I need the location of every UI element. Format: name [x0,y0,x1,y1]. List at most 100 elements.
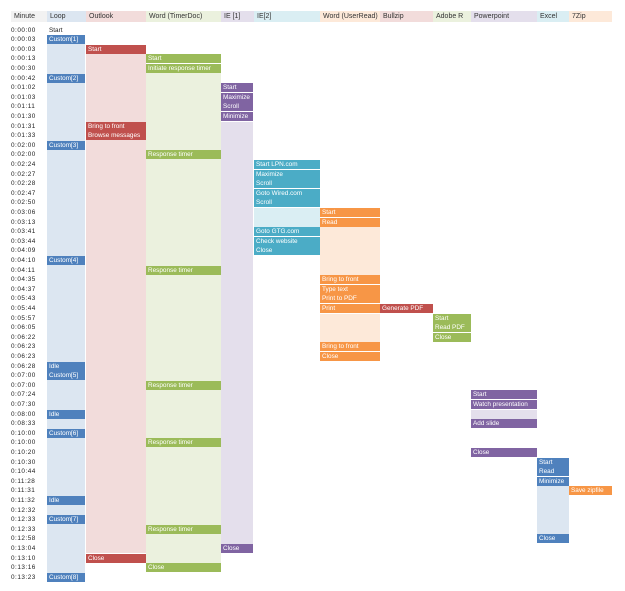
event-ie1: Maximize [221,92,253,102]
time-cell: 0:01:02 [11,84,36,92]
event-loop: Custom[5] [47,371,85,381]
time-cell: 0:00:42 [11,74,36,82]
event-loop: Idle [47,409,85,419]
event-loop: Custom[3] [47,140,85,150]
event-ie2: Check website [254,236,320,246]
time-cell: 0:11:32 [11,496,36,504]
time-cell: 0:04:37 [11,285,36,293]
event-adobe: Read PDF [433,323,471,333]
time-cell: 0:12:32 [11,506,36,514]
event-word_timer: Response timer [146,150,221,160]
time-cell: 0:07:00 [11,381,36,389]
time-cell: 0:06:23 [11,343,36,351]
event-excel: Start [537,457,569,467]
event-ie1: Start [221,83,253,93]
event-loop: Custom[7] [47,515,85,525]
time-cell: 0:05:57 [11,314,36,322]
activity-span-ie2 [254,207,320,228]
time-cell: 0:03:41 [11,228,36,236]
event-outlook: Start [86,44,146,54]
time-cell: 0:07:30 [11,400,36,408]
event-word_user: Start [320,207,380,217]
time-cell: 0:07:00 [11,372,36,380]
event-outlook: Browse messages [86,131,146,141]
time-cell: 0:02:28 [11,180,36,188]
activity-gap-powerpoint [471,427,537,429]
column-header-bullzip: Bullzip [380,11,433,22]
event-adobe: Close [433,332,471,342]
time-cell: 0:04:10 [11,256,36,264]
event-powerpoint: Add slide [471,419,537,429]
time-cell: 0:01:31 [11,122,36,130]
time-cell: 0:13:16 [11,564,36,572]
time-cell: 0:06:28 [11,362,36,370]
time-cell: 0:00:03 [11,45,36,53]
time-cell: 0:02:24 [11,160,36,168]
time-cell: 0:02:50 [11,199,36,207]
activity-span-excel [537,486,569,535]
activity-span-ie1 [221,121,253,544]
time-cell: 0:03:44 [11,237,36,245]
event-loop: Idle [47,361,85,371]
event-outlook: Bring to front [86,121,146,131]
event-word_timer: Response timer [146,524,221,534]
event-ie2: Scroll [254,179,320,189]
event-word_user: Close [320,351,380,361]
event-bullzip: Generate PDF [380,303,433,313]
activity-span-powerpoint [471,428,537,448]
time-cell: 0:10:00 [11,429,36,437]
time-cell: 0:01:30 [11,112,36,120]
activity-span-word_user [320,227,380,276]
activity-gap-powerpoint [471,408,537,410]
time-cell: 0:04:11 [11,266,36,274]
event-zip: Save zipfile [569,486,612,496]
column-header-minute: Minute [11,11,47,22]
event-outlook: Close [86,553,146,563]
time-cell: 0:06:05 [11,324,36,332]
column-header-outlook: Outlook [86,11,146,22]
event-ie2: Start LPN.com [254,159,320,169]
event-loop: Custom[4] [47,255,85,265]
column-header-loop: Loop [47,11,86,22]
time-cell: 0:10:00 [11,439,36,447]
event-loop: Custom[2] [47,73,85,83]
time-cell: 0:06:23 [11,352,36,360]
event-word_user: Print to PDF [320,294,380,304]
event-powerpoint: Start [471,390,537,400]
event-word_timer: Start [146,54,221,64]
time-cell: 0:12:33 [11,525,36,533]
event-ie2: Goto GTG.com [254,227,320,237]
event-word_timer: Initiate response timer [146,63,221,73]
event-ie1: Close [221,543,253,553]
event-powerpoint: Close [471,447,537,457]
event-ie1: Minimize [221,111,253,121]
time-cell: 0:11:28 [11,477,36,485]
event-ie2: Goto Wired.com [254,188,320,198]
time-cell: 0:12:33 [11,516,36,524]
event-ie2: Close [254,246,320,256]
event-excel: Close [537,534,569,544]
column-header-zip: 7Zip [569,11,612,22]
event-word_user: Bring to front [320,342,380,352]
time-cell: 0:00:13 [11,55,36,63]
time-cell: 0:00:00 [11,26,36,34]
time-cell: 0:04:35 [11,276,36,284]
activity-span-loop [47,35,85,583]
activity-span-word_user [320,313,380,343]
time-cell: 0:02:00 [11,141,36,149]
event-loop: Custom[8] [47,572,85,582]
time-cell: 0:13:10 [11,554,36,562]
time-cell: 0:06:22 [11,333,36,341]
activity-span-powerpoint [471,409,537,420]
event-word_user: Bring to front [320,275,380,285]
time-cell: 0:12:58 [11,535,36,543]
time-cell: 0:11:31 [11,487,36,495]
column-header-ie2: IE[2] [254,11,320,22]
event-ie2: Maximize [254,169,320,179]
time-cell: 0:01:03 [11,93,36,101]
event-word_user: Type text [320,284,380,294]
time-cell: 0:03:13 [11,218,36,226]
activity-span-word_timer [146,63,221,564]
column-header-powerpoint: Powerpoint [471,11,537,22]
